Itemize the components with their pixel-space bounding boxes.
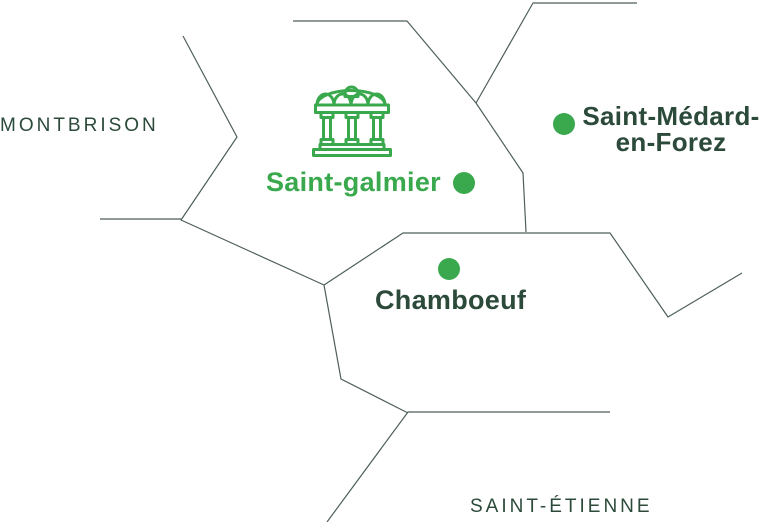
- region-label-montbrison: MONTBRISON: [0, 115, 159, 136]
- boundary-line: [475, 2, 637, 104]
- town-label-chamboeuf: Chamboeuf: [375, 285, 527, 315]
- town-label-line2: en-Forez: [615, 127, 727, 157]
- bandstand-icon: [312, 85, 392, 157]
- town-marker-dot-saint-medard: [553, 113, 575, 135]
- town-marker-dot-saint-galmier: [453, 172, 475, 194]
- boundary-line: [323, 284, 409, 414]
- town-marker-dot-chamboeuf: [438, 258, 460, 280]
- town-label-saint-medard-en-forez: Saint-Médard- en-Forez: [566, 103, 773, 155]
- boundary-line: [326, 411, 610, 522]
- town-label-line1: Saint-Médard-: [582, 101, 760, 131]
- region-label-saint-etienne: SAINT-ÉTIENNE: [470, 496, 653, 517]
- town-label-saint-galmier: Saint-galmier: [266, 167, 441, 197]
- boundary-line: [323, 232, 743, 318]
- boundary-line: [180, 35, 325, 286]
